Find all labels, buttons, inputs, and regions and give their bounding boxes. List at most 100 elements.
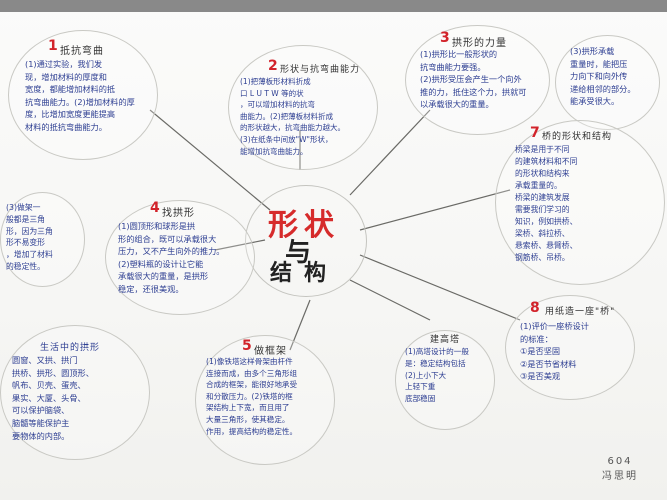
center-title-structure: 结构 bbox=[270, 260, 339, 286]
top-binding-strip bbox=[0, 0, 667, 12]
line: 材料的抵抗弯曲能力。 bbox=[25, 121, 107, 132]
line: 连接而成，由多个三角形组 bbox=[206, 368, 298, 378]
line: 和分散压力。(2)铁塔的框 bbox=[206, 391, 293, 401]
bubble-6-title: 建高塔 bbox=[430, 335, 461, 345]
line: 可以保护脑袋、 bbox=[12, 405, 70, 416]
bubble-life-text: 圆窗、又拱、拱门 拱桥、拱形、圆顶形、 帆布、贝壳、蛋壳、 果实、大厦、头骨、 … bbox=[12, 354, 142, 442]
line: 大量三角形，使其稳定。 bbox=[206, 414, 290, 424]
line: 帆布、贝壳、蛋壳、 bbox=[12, 380, 86, 391]
bubble-4-number: 4 bbox=[150, 200, 160, 216]
line: (1)高塔设计的一般 bbox=[405, 347, 469, 356]
bubble-paper-bridge bbox=[505, 295, 635, 400]
line: (3)做架一 bbox=[6, 203, 41, 212]
line: 压力，又不产生向外的推力。 bbox=[118, 246, 225, 257]
line: (1)拱形比一般形状的 bbox=[420, 49, 498, 59]
bubble-arch-load bbox=[555, 35, 660, 130]
line: 上轻下重 bbox=[405, 382, 436, 392]
bubble-1-title: 抵抗弯曲 bbox=[60, 46, 104, 57]
bubble-1-number: 1 bbox=[48, 38, 58, 54]
line: 形的组合，既可以承载很大 bbox=[118, 233, 217, 244]
line: 拱桥、拱形、圆顶形、 bbox=[12, 367, 94, 378]
line: 的建筑材料和不同 bbox=[515, 157, 578, 166]
line: 以承载很大的重量。 bbox=[420, 99, 494, 110]
bubble-find-arch bbox=[105, 200, 255, 315]
bubble-5-number: 5 bbox=[242, 338, 252, 354]
bubble-3-title: 拱形的力量 bbox=[452, 38, 507, 49]
bubble-4-title: 找拱形 bbox=[162, 208, 195, 219]
line: 重量时，能把压 bbox=[570, 58, 628, 69]
line: (2)塑料瓶的设计让它能 bbox=[118, 258, 204, 269]
bubble-3-text: (1)拱形比一般形状的 抗弯曲能力要强。 (2)拱形受压会产生一个向外 推的力，… bbox=[420, 48, 545, 111]
line: 需要我们学习的 bbox=[515, 205, 570, 214]
line: 底部稳固 bbox=[405, 394, 436, 404]
bubble-build-tower bbox=[395, 330, 495, 430]
line: 递给相邻的部分。 bbox=[570, 83, 636, 94]
line: 曲能力。(2)把薄板材料折成 bbox=[240, 111, 334, 121]
bubble-resist-bending bbox=[8, 30, 158, 160]
bubble-9-number: 7 bbox=[530, 125, 540, 141]
line: 形，因为三角 bbox=[6, 226, 53, 236]
line: 要物体的内部。 bbox=[12, 430, 70, 441]
bubble-bridge-structure bbox=[495, 120, 665, 285]
signature-class: 604 bbox=[607, 456, 633, 467]
bubble-life-arches bbox=[0, 325, 150, 460]
line: (2)上小下大 bbox=[405, 370, 447, 380]
line: 钢筋桥、吊桥。 bbox=[515, 253, 570, 262]
bubble-10-title: 用纸造一座"桥" bbox=[545, 307, 616, 317]
bubble-5-title: 做框架 bbox=[254, 346, 287, 357]
bubble-make-frame bbox=[195, 335, 335, 465]
line: ①是否坚固 bbox=[520, 346, 561, 357]
bubble-10-number: 8 bbox=[530, 300, 540, 316]
bubble-9-title: 桥的形状和结构 bbox=[542, 132, 613, 142]
center-title-and: 与 bbox=[285, 238, 312, 268]
bubble-truss-text: (3)做架一 般都是三角 形，因为三角 形不易变形 ，增加了材料 的稳定性。 bbox=[6, 202, 81, 273]
bubble-life-title: 生活中的拱形 bbox=[40, 343, 101, 353]
line: 能增加抗弯曲能力。 bbox=[240, 146, 308, 156]
line: 现，增加材料的厚度和 bbox=[25, 71, 107, 82]
line: (1)把薄板形材料折成 bbox=[240, 77, 311, 86]
center-title-shape: 形状 bbox=[268, 208, 340, 243]
bubble-3b-text: (3)拱形承载 重量时，能把压 力向下和向外传 递给相邻的部分。 能承受很大。 bbox=[570, 45, 655, 108]
line: 架结构上下宽，而且用了 bbox=[206, 403, 290, 413]
bubble-9-text: 桥梁是用于不同 的建筑材料和不同 的形状和结构来 承载重量的。 桥梁的建筑发展 … bbox=[515, 144, 655, 264]
bubble-2-text: (1)把薄板形材料折成 口 L U T W 等的状 ，可以增加材料的抗弯 曲能力… bbox=[240, 76, 370, 157]
bubble-2-title: 形状与抗弯曲能力 bbox=[280, 65, 361, 75]
line: 作用，提高结构的稳定性。 bbox=[206, 426, 298, 436]
line: (1)评价一座桥设计 bbox=[520, 321, 589, 331]
line: 般都是三角 bbox=[6, 214, 45, 224]
line: 的稳定性。 bbox=[6, 261, 45, 271]
bubble-2-number: 2 bbox=[268, 58, 278, 74]
line: 果实、大厦、头骨、 bbox=[12, 392, 86, 403]
line: 稳定，还很美观。 bbox=[118, 283, 184, 294]
line: (1)通过实验，我们发 bbox=[25, 59, 103, 69]
signature-name: 冯思明 bbox=[602, 471, 638, 482]
bubble-6-text: (1)高塔设计的一般 是：稳定结构包括 (2)上小下大 上轻下重 底部稳固 bbox=[405, 346, 490, 405]
bubble-shape-and-bending bbox=[228, 45, 378, 170]
line: 推的力，抵住这个力，拱就可 bbox=[420, 86, 527, 97]
line: 桥梁是用于不同 bbox=[515, 145, 570, 154]
bubble-arch-strength bbox=[405, 25, 550, 135]
line: (3)在纸条中间放"W"形状， bbox=[240, 134, 333, 144]
bubble-truss bbox=[0, 192, 85, 287]
line: 宽度，都能增加材料的抵 bbox=[25, 84, 116, 95]
bubble-5-text: (1)像铁塔这样骨架由杆件 连接而成，由多个三角形组 合成的框架，能很好地承受 … bbox=[206, 356, 331, 437]
line: ②是否节省材料 bbox=[520, 358, 577, 369]
line: 合成的框架，能很好地承受 bbox=[206, 380, 298, 390]
line: ③是否美观 bbox=[520, 371, 561, 382]
line: 抗弯曲能力。(2)增加材料的厚 bbox=[25, 96, 135, 107]
line: 是：稳定结构包括 bbox=[405, 358, 466, 368]
bubble-10-text: (1)评价一座桥设计 的标准： ①是否坚固 ②是否节省材料 ③是否美观 bbox=[520, 320, 630, 383]
line: 口 L U T W 等的状 bbox=[240, 88, 304, 98]
line: 知识，例如拱桥、 bbox=[515, 217, 578, 226]
line: 形不易变形 bbox=[6, 238, 45, 248]
line: 悬索桥、悬臂桥、 bbox=[515, 241, 578, 250]
line: 桥梁的建筑发展 bbox=[515, 193, 570, 202]
bubble-1-text: (1)通过实验，我们发 现，增加材料的厚度和 宽度，都能增加材料的抵 抗弯曲能力… bbox=[25, 58, 155, 134]
line: (3)拱形承载 bbox=[570, 46, 615, 56]
line: ，增加了材料 bbox=[6, 250, 53, 260]
line: 能承受很大。 bbox=[570, 96, 620, 107]
line: 的形状和结构来 bbox=[515, 169, 570, 178]
line: (2)拱形受压会产生一个向外 bbox=[420, 74, 522, 85]
